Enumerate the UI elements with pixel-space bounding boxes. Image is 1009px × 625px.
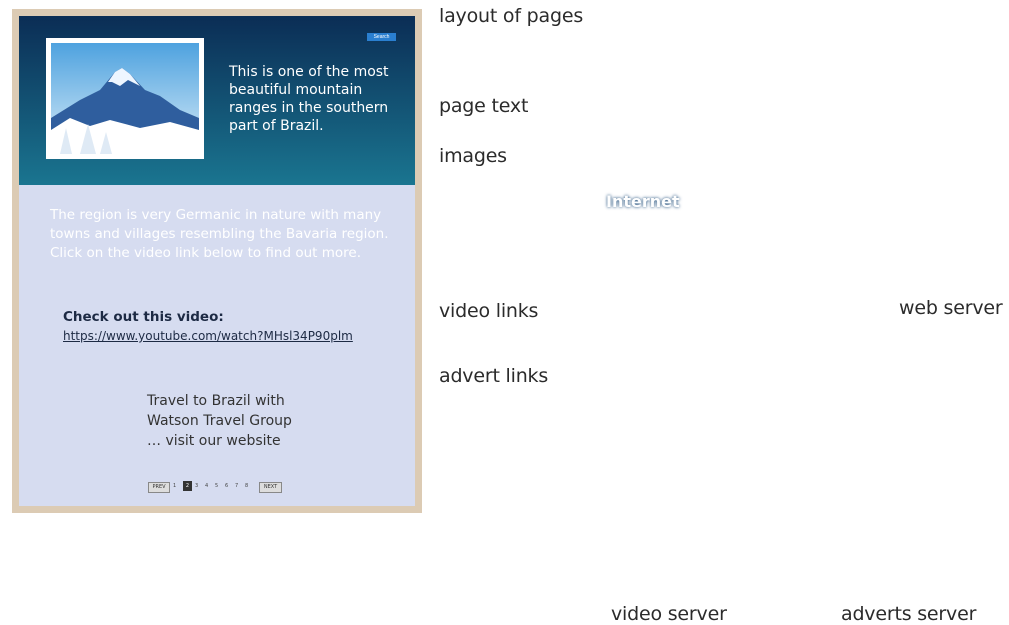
- webpage-mockup: [12, 9, 422, 513]
- video-title: Check out this video:: [63, 309, 224, 325]
- pager-page-1[interactable]: 1: [173, 483, 177, 489]
- label-layout-of-pages: layout of pages: [439, 5, 584, 27]
- video-url-link[interactable]: https://www.youtube.com/watch?MHsl34P90p…: [63, 329, 353, 343]
- pager-prev-button[interactable]: PREV: [148, 482, 170, 493]
- internet-label: Internet: [606, 192, 680, 211]
- region-description: The region is very Germanic in nature wi…: [50, 207, 389, 261]
- label-video-links: video links: [439, 300, 539, 322]
- ad-text[interactable]: Travel to Brazil with Watson Travel Grou…: [147, 393, 292, 449]
- label-web-server: web server: [899, 297, 1003, 319]
- pager-page-5[interactable]: 5: [215, 483, 219, 489]
- pager-page-3[interactable]: 3: [195, 483, 199, 489]
- label-adverts-server: adverts server: [841, 603, 977, 625]
- pager-page-7[interactable]: 7: [235, 483, 239, 489]
- pager-page-8[interactable]: 8: [245, 483, 249, 489]
- search-button-label[interactable]: Search: [367, 33, 396, 41]
- label-advert-links: advert links: [439, 365, 549, 387]
- pager-page-2[interactable]: 2: [183, 481, 192, 491]
- page-intro-text: This is one of the most beautiful mounta…: [229, 64, 389, 134]
- pager-next-button[interactable]: NEXT: [259, 482, 282, 493]
- pager-page-6[interactable]: 6: [225, 483, 229, 489]
- label-page-text: page text: [439, 95, 529, 117]
- pager-page-4[interactable]: 4: [205, 483, 209, 489]
- label-images: images: [439, 145, 507, 167]
- label-video-server: video server: [611, 603, 727, 625]
- mountain-image: [46, 38, 204, 159]
